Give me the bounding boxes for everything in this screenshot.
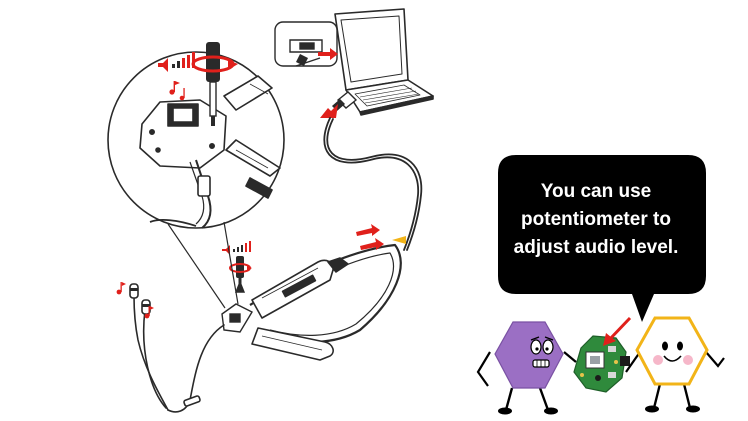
pcb-module-small xyxy=(221,280,253,333)
speech-line-1: You can use xyxy=(540,181,652,202)
volume-level-icon xyxy=(158,52,195,72)
screwdriver-icon xyxy=(229,256,252,290)
magnified-pcb-module xyxy=(139,75,281,229)
usb-connector-icon xyxy=(295,57,321,67)
usb-detail-inset xyxy=(274,21,338,67)
earphones-icon xyxy=(129,283,225,413)
volume-level-icon xyxy=(222,241,251,255)
yellow-hexagon-character xyxy=(625,316,725,413)
music-note-icon xyxy=(116,282,154,319)
speech-bubble xyxy=(498,155,706,322)
purple-hexagon-character xyxy=(476,321,577,415)
laptop-icon xyxy=(334,8,434,116)
neckband-headset-icon xyxy=(249,243,402,361)
plug-in-arrow-usb xyxy=(318,48,338,60)
music-note-icon xyxy=(169,81,185,101)
usb-cable xyxy=(323,117,423,251)
speech-line-3: adjust audio level. xyxy=(513,237,679,258)
speech-line-2: potentiometer to xyxy=(521,209,671,230)
pointer-arrow xyxy=(603,316,632,346)
pcb-board-icon xyxy=(573,335,630,393)
plug-in-arrows-joint xyxy=(356,224,406,250)
plug-in-arrow-laptop xyxy=(320,104,338,118)
speech-bubble-text: You can use potentiometer to adjust audi… xyxy=(505,178,687,262)
screwdriver-icon xyxy=(191,42,238,126)
